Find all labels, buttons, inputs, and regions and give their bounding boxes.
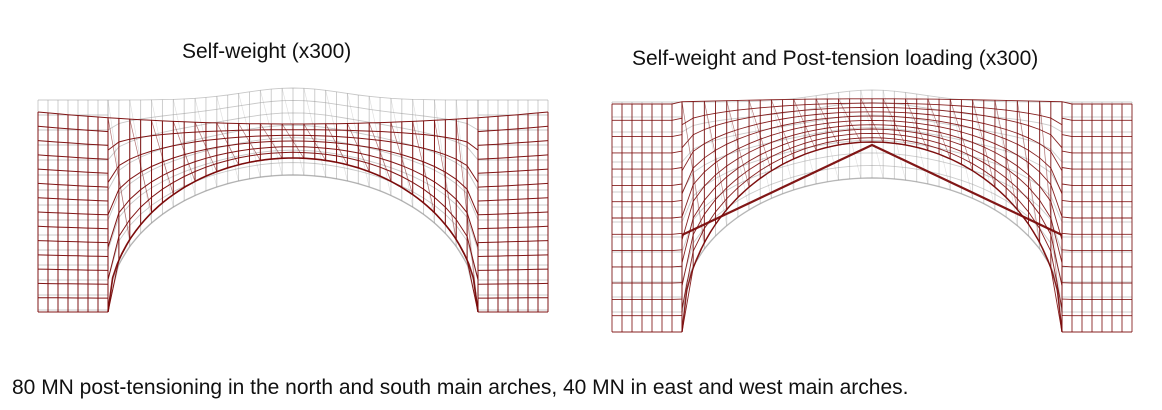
figure-caption: 80 MN post-tensioning in the north and s… [12,376,909,399]
deformed-self-weight-span-diagonal [216,122,239,165]
deformed-self-weight-leg-horizontal [477,140,549,146]
deformed-post-tension-span-diagonal [771,99,795,159]
deformed-post-tension-leg-horizontal [1061,216,1132,219]
deformed-post-tension-span-diagonal [905,98,929,151]
deformed-post-tension-span-diagonal [793,99,817,151]
deformed-post-tension-leg-horizontal [612,150,683,154]
deformed-self-weight-leg-horizontal [477,254,549,257]
deformed-post-tension-span-diagonal [681,101,705,243]
deformed-self-weight-leg-horizontal [37,182,109,188]
deformed-post-tension-span-diagonal [1016,100,1040,243]
deformed-post-tension-span-diagonal [726,100,750,188]
deformed-self-weight-leg-horizontal [37,268,109,271]
deformed-post-tension-leg-horizontal [612,167,683,170]
deformed-self-weight-span-diagonal [412,121,435,213]
deformed-self-weight-leg-horizontal [37,282,109,285]
deformed-post-tension-span-diagonal [748,100,772,171]
deformed-post-tension-leg-horizontal [1061,249,1132,252]
deformed-post-tension-leg-horizontal [612,134,683,138]
deformed-self-weight-leg-horizontal [37,125,109,133]
deformed-post-tension-span-diagonal [704,101,728,210]
deformed-post-tension-leg-horizontal [612,249,683,252]
deformed-self-weight-span-diagonal [107,117,131,240]
deformed-self-weight-span-diagonal [347,123,370,172]
deformed-self-weight-leg-horizontal [37,154,109,160]
deformed-self-weight-span-diagonal [325,123,348,165]
deformed-self-weight-span-diagonal [434,120,457,240]
deformed-post-tension-span-diagonal [1039,101,1063,333]
deformed-post-tension-leg-horizontal [1061,232,1132,235]
deformed-self-weight-span-diagonal [129,119,152,213]
deformed-self-weight-leg-horizontal [477,225,549,230]
deformed-self-weight-leg-horizontal [37,111,109,119]
deformed-post-tension-leg-horizontal [1061,101,1132,105]
deformed-self-weight-leg-horizontal [37,240,109,244]
deformed-self-weight-span-diagonal [390,122,414,195]
deformed-self-weight-span-diagonal [238,123,261,161]
deformed-post-tension-leg-horizontal [1061,183,1132,186]
deformed-post-tension-leg-horizontal [612,199,683,203]
deformed-post-tension-leg-horizontal [612,183,683,186]
deformed-post-tension-span-diagonal [972,99,996,188]
undeformed-span-layer [681,177,1063,313]
deformed-self-weight-leg-horizontal [37,197,109,202]
deformed-self-weight-span-diagonal [194,122,218,172]
deformed-post-tension-leg-horizontal [612,232,683,235]
deformed-self-weight-leg-horizontal [477,240,549,244]
deformed-self-weight-leg-horizontal [477,168,549,174]
deformed-post-tension-span-diagonal [860,98,884,143]
undeformed-span-layer [107,174,479,311]
deformed-self-weight-span-diagonal [455,119,479,313]
deformed-post-tension-span-diagonal [815,98,839,146]
deformed-self-weight-leg-horizontal [477,197,549,202]
deformed-self-weight-span-diagonal [260,123,283,159]
deformed-self-weight-leg-horizontal [477,211,549,216]
deformed-self-weight-span-diagonal [368,122,392,182]
deformed-self-weight-arch-soffit [107,157,479,313]
deformed-post-tension-leg-horizontal [1061,134,1132,138]
deformed-self-weight-span-diagonal [303,123,326,161]
deformed-post-tension-span-diagonal [949,99,973,171]
deformed-post-tension-leg-horizontal [1061,167,1132,170]
undeformed-span-layer [681,164,1063,283]
deformed-self-weight-leg-horizontal [477,125,549,133]
deformed-self-weight-leg-horizontal [477,268,549,271]
deformed-post-tension-span-diagonal [838,98,862,143]
deformed-post-tension-span-diagonal [927,98,951,159]
right-panel-title: Self-weight and Post-tension loading (x3… [632,47,1039,70]
undeformed-span-layer [107,162,479,281]
undeformed-arch-soffit [107,174,479,311]
deformed-post-tension-span-diagonal [994,100,1018,210]
deformed-self-weight-leg-horizontal [37,140,109,146]
deformed-self-weight-leg-horizontal [37,168,109,174]
deformed-self-weight-span-diagonal [172,121,196,182]
post-tension-deformed-arch-mesh [611,89,1133,333]
left-panel-title: Self-weight (x300) [182,40,352,63]
deformed-post-tension-leg-horizontal [612,117,683,121]
deformed-post-tension-leg-horizontal [612,216,683,219]
deformed-self-weight-span-diagonal [151,120,174,195]
deformed-self-weight-span-diagonal [281,123,305,159]
deformed-post-tension-leg-horizontal [1061,150,1132,154]
deformed-post-tension-span-diagonal [882,98,906,146]
deformed-post-tension-crown-soffit [681,143,1063,236]
deformed-post-tension-leg-horizontal [1061,117,1132,121]
deformed-post-tension-leg-horizontal [612,265,683,268]
deformed-post-tension-arch-soffit [681,141,1063,333]
deformed-self-weight-leg-horizontal [37,225,109,230]
deformed-self-weight-leg-horizontal [477,182,549,188]
deformed-post-tension-leg-horizontal [612,101,683,105]
deformed-self-weight-leg-horizontal [477,111,549,119]
deformed-self-weight-leg-horizontal [37,254,109,257]
deformed-self-weight-leg-horizontal [37,211,109,216]
undeformed-arch-soffit [681,177,1063,313]
deformed-post-tension-leg-horizontal [1061,265,1132,268]
self-weight-deformed-arch-mesh [37,87,549,313]
deformed-self-weight-leg-horizontal [477,154,549,160]
deformed-self-weight-leg-horizontal [477,282,549,285]
deformed-post-tension-leg-horizontal [1061,199,1132,203]
